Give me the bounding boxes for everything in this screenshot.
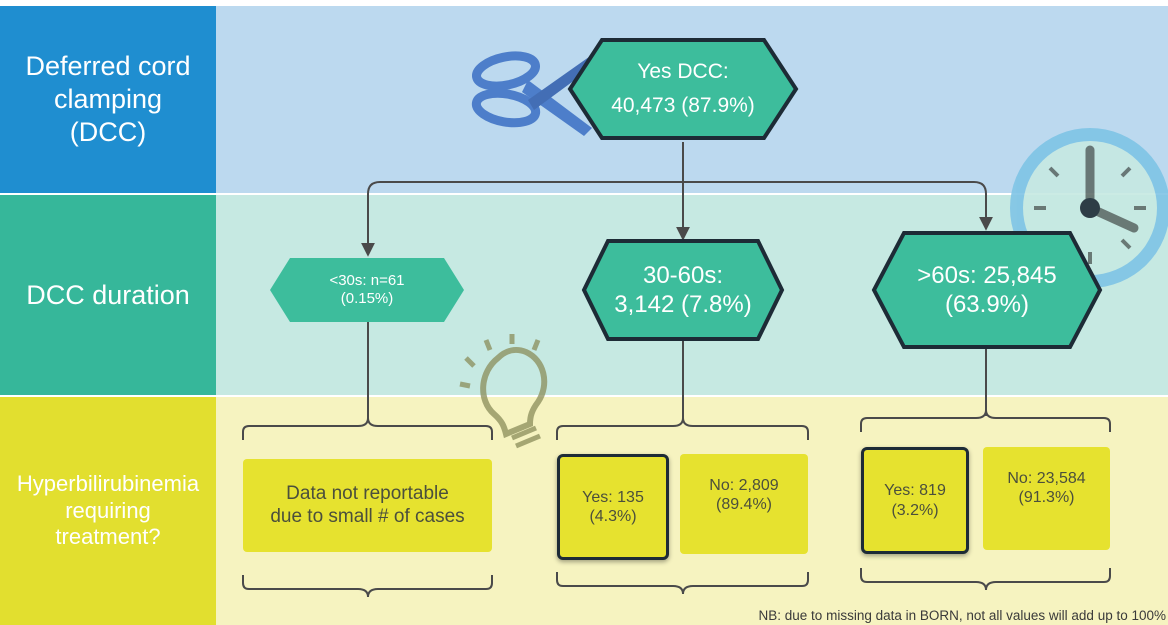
root-node-line1: Yes DCC:: [637, 60, 729, 84]
duration-under-30s-label: <30s: n=61 (0.15%): [270, 258, 464, 322]
root-node-line2: 40,473 (87.9%): [611, 94, 755, 117]
row-label-dcc: Deferred cord clamping (DCC): [0, 6, 216, 193]
row-label-line: Deferred cord: [25, 51, 191, 82]
duration-line1: >60s: 25,845: [917, 261, 1057, 289]
outcome-mid-no-box: No: 2,809 (89.4%): [680, 454, 808, 554]
outcome-mid-yes-box: Yes: 135 (4.3%): [557, 454, 669, 560]
duration-line2: 3,142 (7.8%): [614, 291, 752, 318]
duration-line1: <30s: n=61: [329, 271, 405, 289]
row-label-line: Hyperbilirubinemia: [16, 470, 200, 496]
row-label-line: requiring: [65, 497, 151, 523]
outcome-line1: Yes: 819: [884, 482, 946, 500]
brace-top-mid: [556, 417, 809, 440]
row-label-line: treatment?: [55, 524, 161, 550]
hexagon-under-30s: [270, 258, 464, 322]
hexagon-30-60s: [581, 239, 785, 341]
outcome-line2: (4.3%): [589, 508, 637, 525]
footnote: NB: due to missing data in BORN, not all…: [758, 608, 1166, 623]
row-label-duration: DCC duration: [0, 195, 216, 395]
outcome-small-box: Data not reportable due to small # of ca…: [243, 459, 492, 552]
outcome-line2: (91.3%): [1018, 489, 1075, 507]
brace-top-long: [860, 409, 1111, 432]
outcome-line1: Yes: 135: [582, 488, 644, 506]
brace-top-small: [242, 417, 493, 440]
duration-over-60s-label: >60s: 25,845 (63.9%): [874, 233, 1100, 347]
row-label-line: (DCC): [69, 116, 147, 147]
outcome-line2: due to small # of cases: [270, 505, 465, 527]
lightbulb-icon: [459, 334, 548, 449]
row-label-outcome: Hyperbilirubinemia requiring treatment?: [0, 397, 216, 625]
outcome-long-yes-box: Yes: 819 (3.2%): [861, 447, 969, 554]
duration-line2: (0.15%): [340, 290, 394, 307]
outcome-line1: No: 2,809: [709, 477, 779, 494]
root-node-label: Yes DCC: 40,473 (87.9%): [570, 40, 796, 138]
brace-bottom-small: [242, 575, 493, 598]
brace-bottom-long: [860, 568, 1111, 591]
outcome-line1: Data not reportable: [286, 482, 449, 504]
row-label-line: DCC duration: [26, 279, 190, 310]
row-label-line: clamping: [53, 84, 163, 115]
outcome-line2: (89.4%): [715, 496, 773, 514]
duration-line2: (63.9%): [944, 291, 1030, 318]
hexagon-root: [567, 38, 799, 140]
brace-bottom-mid: [556, 572, 809, 595]
hexagon-over-60s: [871, 231, 1103, 349]
connector-branch-bar: [367, 181, 993, 254]
duration-30-60s-label: 30-60s: 3,142 (7.8%): [584, 241, 782, 339]
outcome-line1: No: 23,584: [1007, 470, 1086, 487]
outcome-long-no-box: No: 23,584 (91.3%): [983, 447, 1110, 550]
duration-line1: 30-60s:: [642, 261, 724, 289]
outcome-line2: (3.2%): [891, 501, 939, 519]
